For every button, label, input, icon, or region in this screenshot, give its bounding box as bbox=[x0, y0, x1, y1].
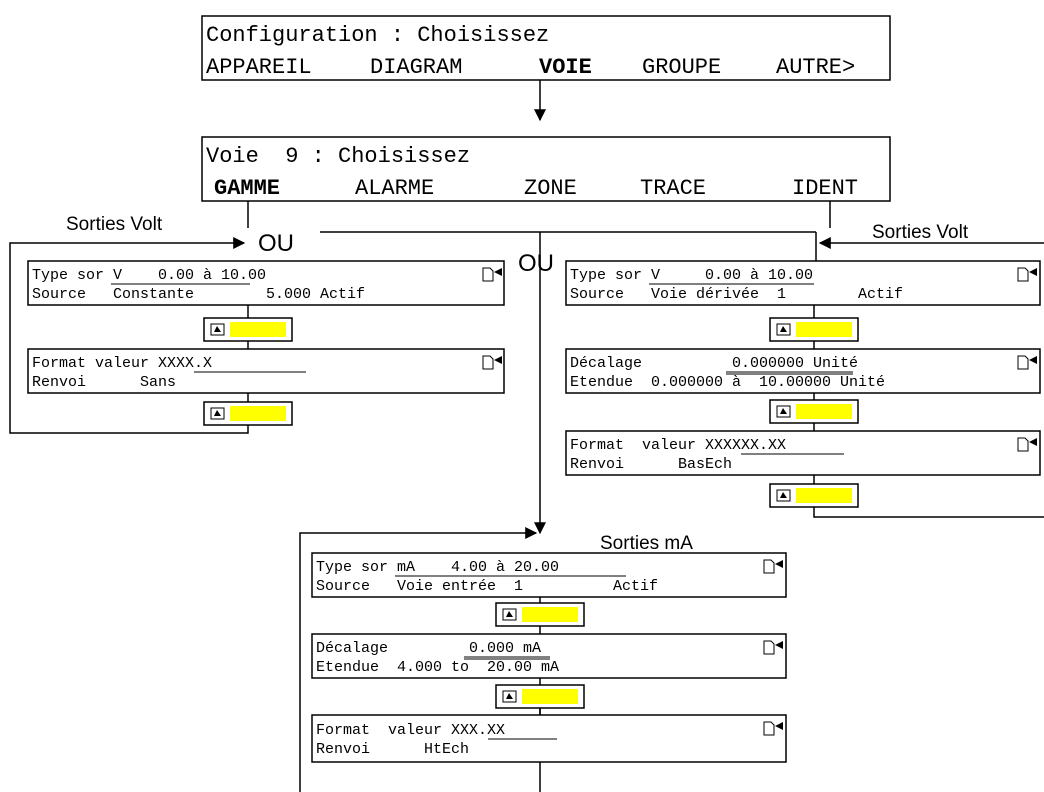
left-box1-line2: Source Constante 5.000 Actif bbox=[32, 286, 365, 303]
top-softkey-groupe[interactable]: GROUPE bbox=[642, 55, 721, 80]
right-box1-line1: Type sor V 0.00 à 10.00 bbox=[570, 267, 813, 284]
top-screen-title: Configuration : Choisissez bbox=[206, 23, 549, 48]
ma-box3-line2: Renvoi HtEch bbox=[316, 741, 469, 758]
page-icon bbox=[482, 355, 502, 370]
label-ou-left: OU bbox=[258, 230, 294, 257]
edit-key-icon bbox=[210, 323, 225, 336]
page-icon bbox=[1017, 437, 1037, 452]
channel-screen-frame bbox=[201, 136, 891, 202]
left-box2-frame bbox=[27, 348, 505, 394]
label-sorties-volt-right: Sorties Volt bbox=[872, 222, 969, 243]
channel-softkey-zone[interactable]: ZONE bbox=[524, 176, 577, 201]
channel-softkey-alarme[interactable]: ALARME bbox=[355, 176, 434, 201]
edit-key-icon bbox=[502, 608, 517, 621]
left-box1-line1: Type sor V 0.00 à 10.00 bbox=[32, 267, 266, 284]
ma-box2-line1: Décalage 0.000 mA bbox=[316, 640, 541, 657]
right-box1-line2: Source Voie dérivée 1 Actif bbox=[570, 286, 903, 303]
left-box1-frame bbox=[27, 260, 505, 306]
edit-key-icon bbox=[210, 407, 225, 420]
left-box2-line1: Format valeur XXXX.X bbox=[32, 355, 212, 372]
edit-key-icon bbox=[776, 489, 791, 502]
top-softkey-autre[interactable]: AUTRE> bbox=[776, 55, 855, 80]
right-branch-exit bbox=[813, 507, 1044, 518]
page-icon bbox=[1017, 355, 1037, 370]
channel-softkey-gamme[interactable]: GAMME bbox=[214, 176, 280, 201]
left-box2-line2: Renvoi Sans bbox=[32, 374, 176, 391]
right-box2-line1: Décalage 0.000000 Unité bbox=[570, 355, 858, 372]
page-icon bbox=[763, 721, 783, 736]
edit-key-icon bbox=[776, 405, 791, 418]
page-icon bbox=[482, 267, 502, 282]
ma-box1-frame bbox=[311, 552, 787, 598]
right-box3-line1: Format valeur XXXXXX.XX bbox=[570, 437, 786, 454]
ma-box2-frame bbox=[311, 633, 787, 679]
label-ou-middle: OU bbox=[518, 250, 554, 277]
right-box2-frame bbox=[565, 348, 1041, 394]
top-screen-frame bbox=[201, 15, 891, 81]
right-box1-frame bbox=[565, 260, 1041, 306]
ma-box1-line2: Source Voie entrée 1 Actif bbox=[316, 578, 658, 595]
page-icon bbox=[763, 559, 783, 574]
channel-softkey-trace[interactable]: TRACE bbox=[640, 176, 706, 201]
ma-branch-loop bbox=[299, 527, 538, 792]
label-sorties-ma: Sorties mA bbox=[600, 533, 693, 554]
right-box2-line2: Etendue 0.000000 à 10.00000 Unité bbox=[570, 374, 885, 391]
page-icon bbox=[763, 640, 783, 655]
right-box3-frame bbox=[565, 430, 1041, 476]
page-icon bbox=[1017, 267, 1037, 282]
top-softkey-diagram[interactable]: DIAGRAM bbox=[370, 55, 462, 80]
edit-key-icon bbox=[502, 690, 517, 703]
top-softkey-voie[interactable]: VOIE bbox=[539, 55, 592, 80]
ma-box1-line1: Type sor mA 4.00 à 20.00 bbox=[316, 559, 559, 576]
top-softkey-appareil[interactable]: APPAREIL bbox=[206, 55, 312, 80]
channel-screen-title: Voie 9 : Choisissez bbox=[206, 144, 470, 169]
channel-softkey-ident[interactable]: IDENT bbox=[792, 176, 858, 201]
ma-box2-line2: Etendue 4.000 to 20.00 mA bbox=[316, 659, 559, 676]
label-sorties-volt-left: Sorties Volt bbox=[66, 214, 163, 235]
right-box3-line2: Renvoi BasEch bbox=[570, 456, 732, 473]
ma-box3-line1: Format valeur XXX.XX bbox=[316, 722, 505, 739]
edit-key-icon bbox=[776, 323, 791, 336]
